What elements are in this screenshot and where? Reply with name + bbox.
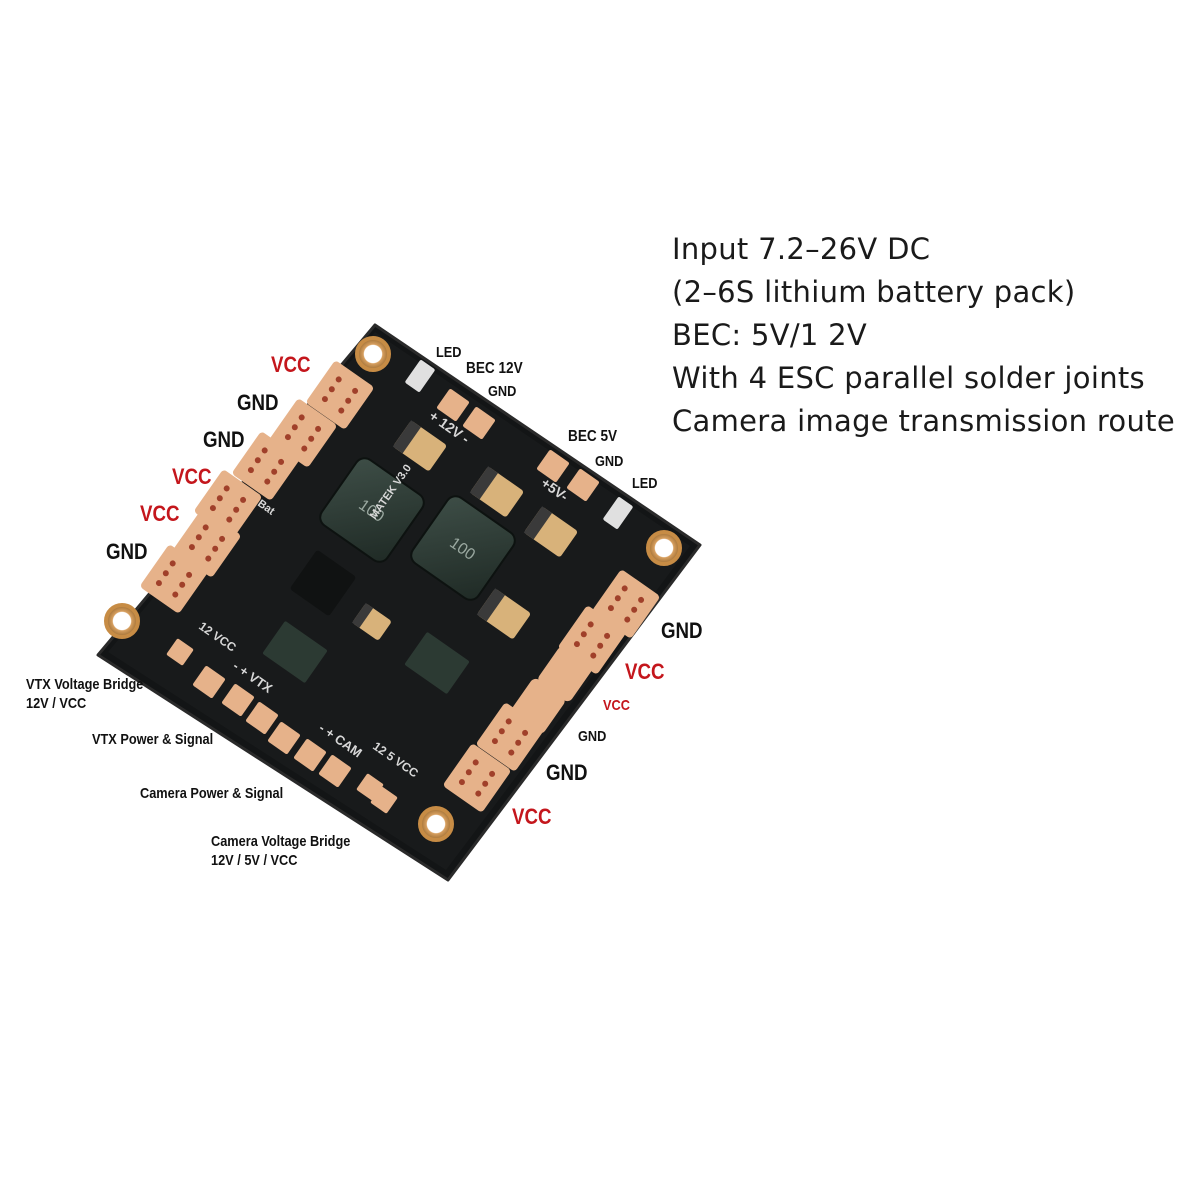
label-gnd-bec5: GND — [595, 453, 624, 470]
label-gnd-right-1: GND — [661, 618, 703, 643]
label-bec5v: BEC 5V — [568, 428, 618, 445]
esc-pads-left — [140, 361, 374, 613]
label-vcc-right-small: VCC — [603, 697, 630, 714]
label-led-right: LED — [632, 475, 658, 492]
mount-hole-left — [104, 603, 140, 639]
label-camera-bridge-line1: Camera Voltage Bridge — [211, 833, 351, 850]
label-led-top: LED — [436, 344, 462, 361]
label-gnd-bec12: GND — [488, 383, 517, 400]
chips — [263, 550, 469, 694]
capacitors — [352, 420, 578, 640]
spec-battery-pack: (2–6S lithium battery pack) — [672, 275, 1076, 309]
label-vtx-bridge-line2: 12V / VCC — [26, 695, 87, 712]
label-vcc-left-2: VCC — [172, 464, 212, 489]
label-gnd-right-2: GND — [546, 760, 588, 785]
label-camera-power-signal: Camera Power & Signal — [140, 785, 284, 802]
label-vcc-right-1: VCC — [625, 659, 665, 684]
mount-hole-top — [355, 336, 391, 372]
esc-pads-right — [443, 570, 660, 812]
vtx-cam-pads — [166, 638, 398, 814]
label-vcc-left-3: VCC — [140, 501, 180, 526]
spec-list: Input 7.2–26V DC (2–6S lithium battery p… — [672, 228, 1192, 443]
label-vtx-power-signal: VTX Power & Signal — [92, 731, 214, 748]
label-gnd-left-1: GND — [237, 390, 279, 415]
inductors: 100 100 — [319, 457, 516, 601]
label-gnd-right-small: GND — [578, 728, 607, 745]
label-vtx-bridge-line1: VTX Voltage Bridge — [26, 676, 144, 693]
label-vcc-left-1: VCC — [271, 352, 311, 377]
spec-camera-route: Camera image transmission route — [672, 404, 1175, 438]
spec-input-voltage: Input 7.2–26V DC — [672, 232, 931, 266]
label-gnd-left-3: GND — [106, 539, 148, 564]
spec-bec: BEC: 5V/1 2V — [672, 318, 868, 352]
spec-esc-joints: With 4 ESC parallel solder joints — [672, 361, 1145, 395]
bec-pads — [405, 360, 633, 529]
label-bec12v: BEC 12V — [466, 360, 523, 377]
mount-hole-right — [646, 530, 682, 566]
mount-hole-bottom — [418, 806, 454, 842]
label-camera-bridge-line2: 12V / 5V / VCC — [211, 852, 298, 869]
label-gnd-left-2: GND — [203, 427, 245, 452]
mounting-holes — [104, 336, 682, 842]
label-vcc-right-2: VCC — [512, 804, 552, 829]
